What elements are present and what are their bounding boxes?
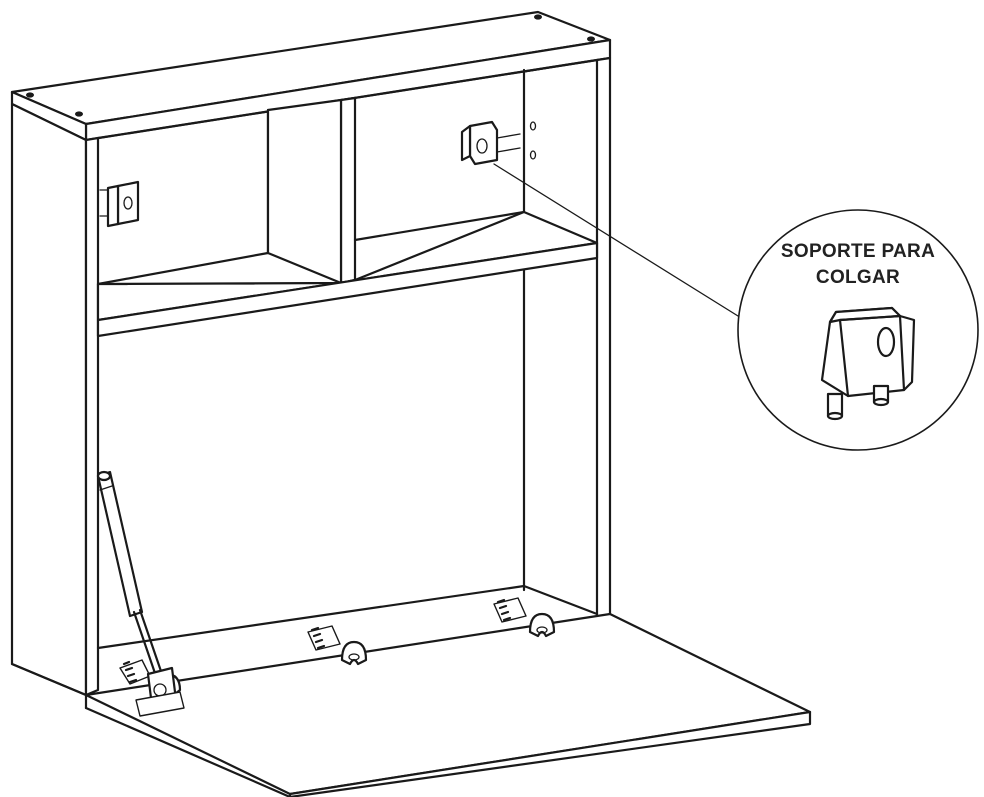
hanging-bracket-right <box>460 120 537 166</box>
hinge-middle <box>307 625 368 666</box>
callout-leader-line <box>493 163 739 317</box>
top-panel <box>10 10 612 142</box>
hinge-right <box>493 597 556 638</box>
middle-shelf <box>96 210 599 338</box>
right-side-panel <box>522 56 612 620</box>
callout-label-line2: COLGAR <box>816 267 900 288</box>
bottom-shelf <box>96 584 599 650</box>
callout-label-line1: SOPORTE PARA <box>781 241 935 262</box>
hanging-bracket-left <box>99 180 140 228</box>
hanging-bracket-icon <box>820 306 916 421</box>
vertical-divider <box>266 96 526 285</box>
callout-detail: SOPORTE PARA COLGAR <box>737 209 979 451</box>
gas-piston <box>96 470 185 717</box>
desk-flap <box>10 612 812 797</box>
left-side-panel <box>10 102 100 697</box>
